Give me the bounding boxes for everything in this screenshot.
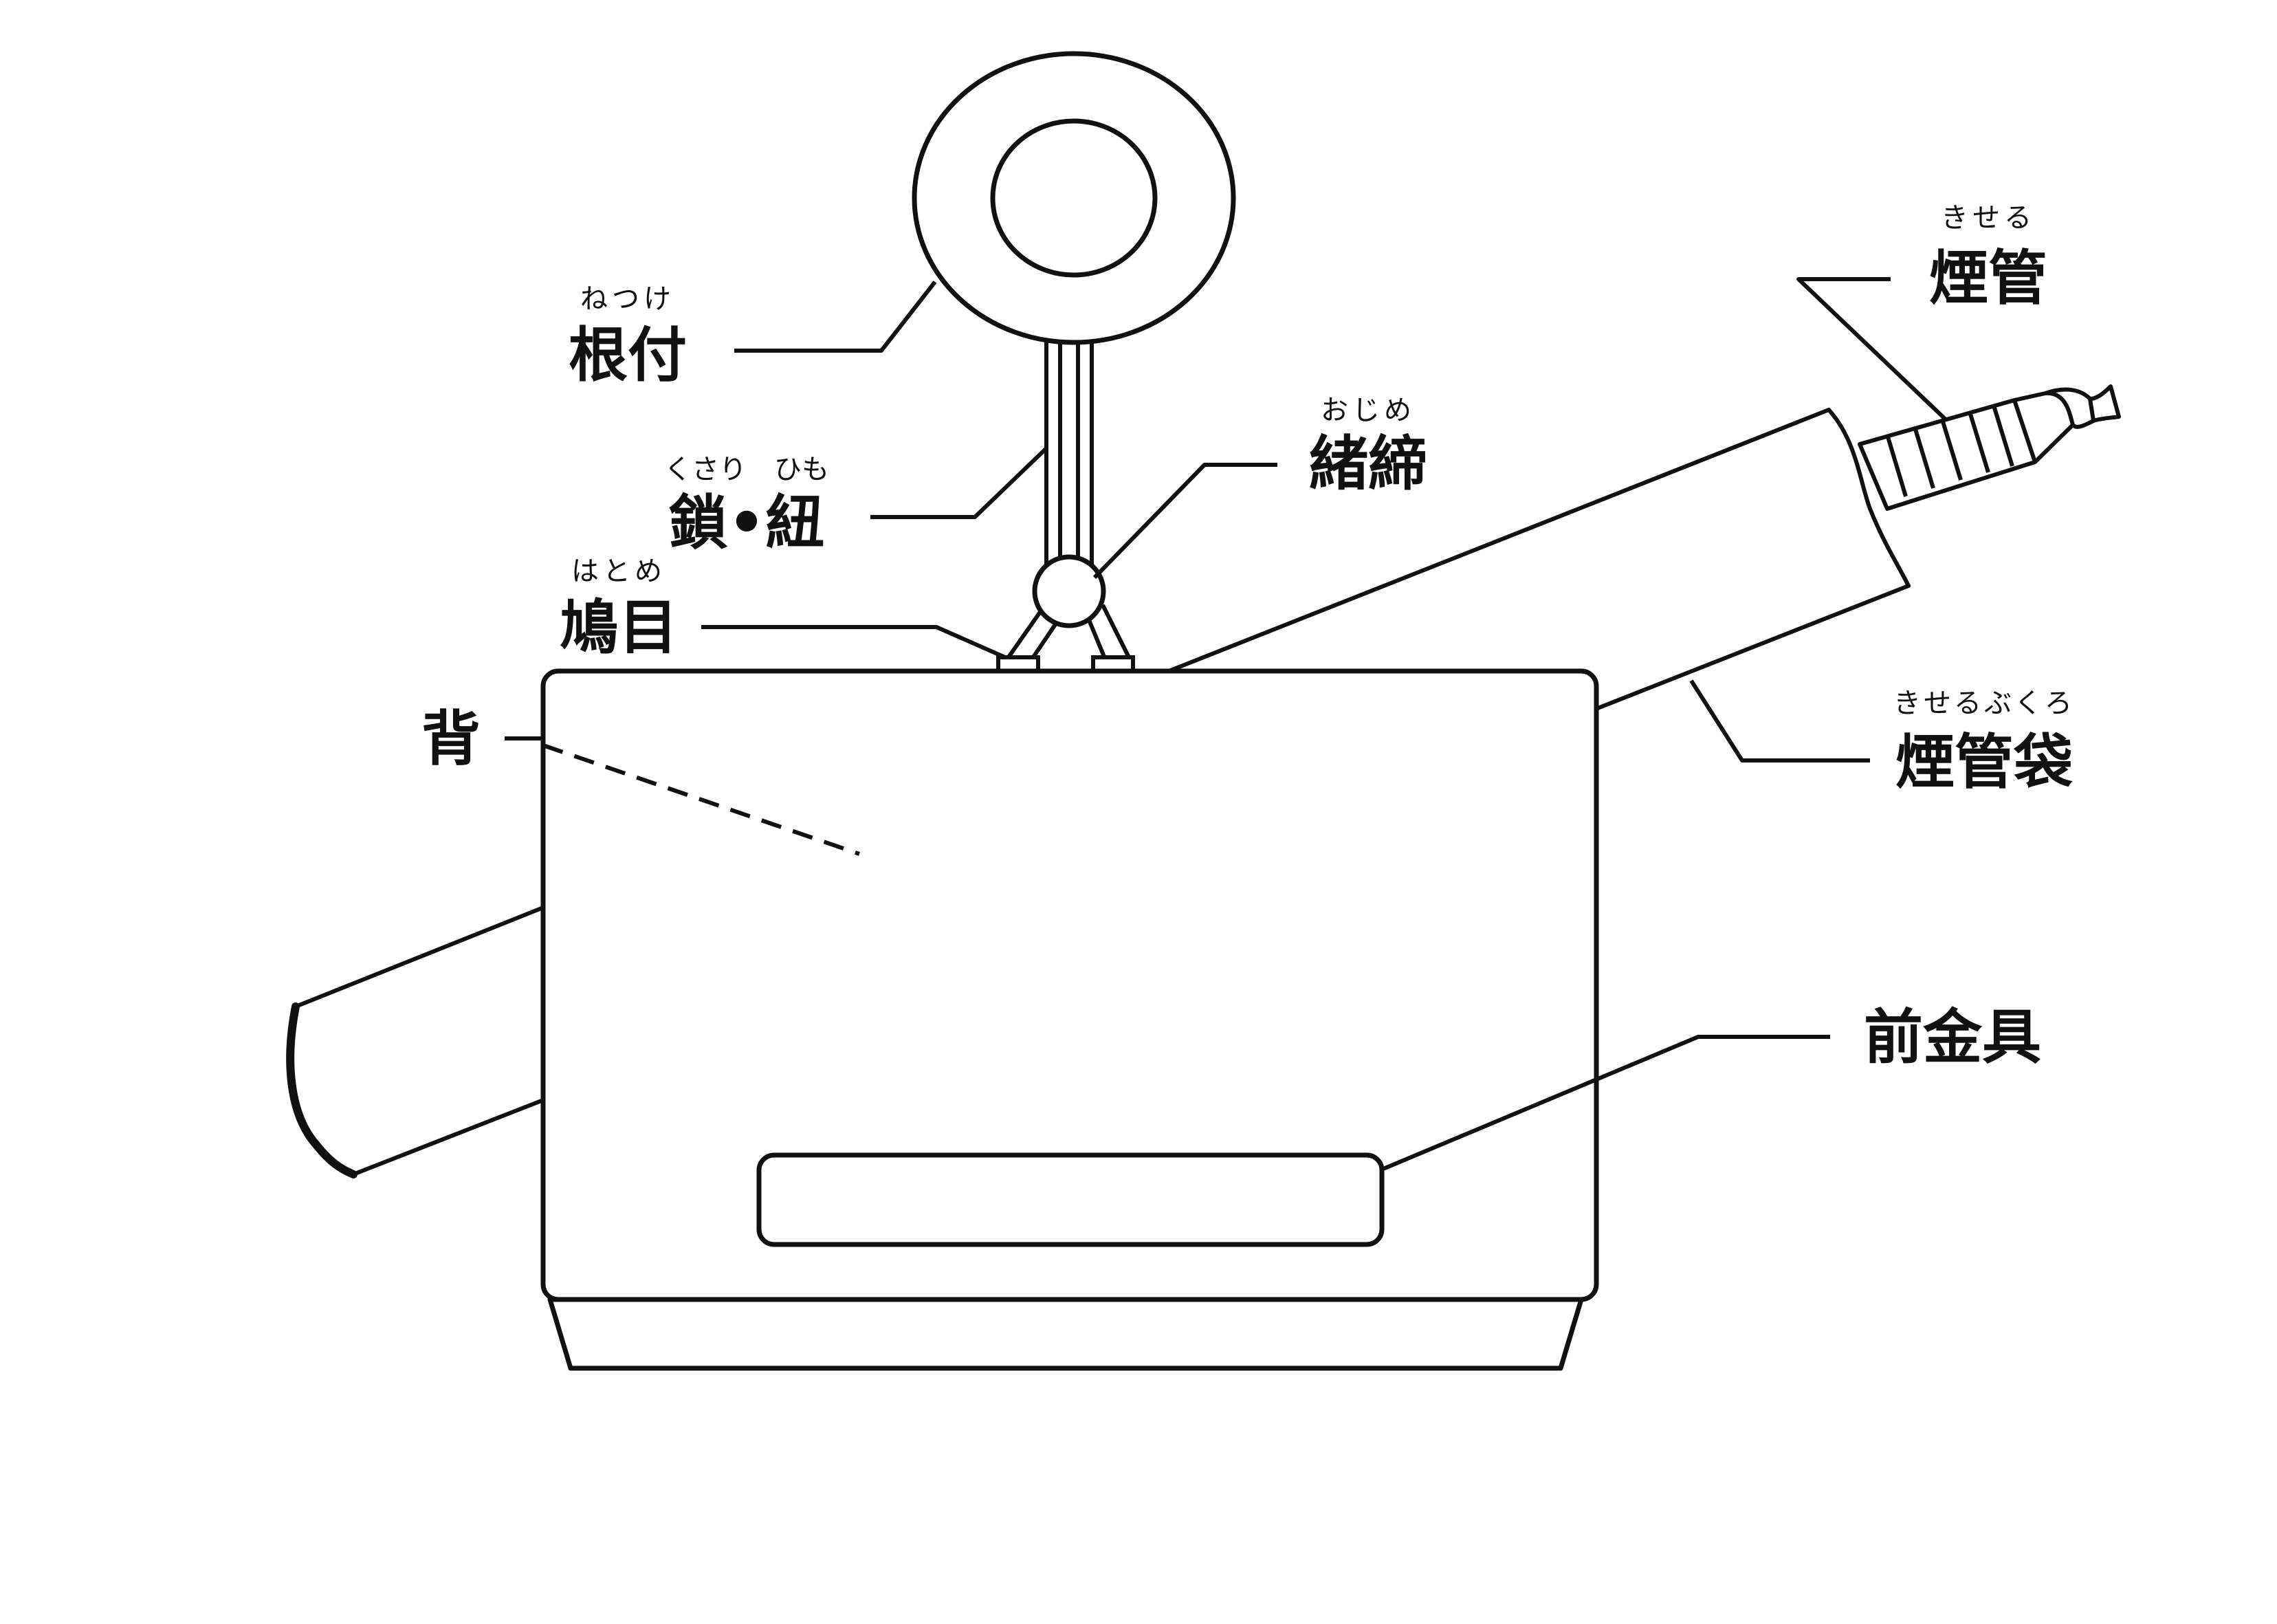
label-ojime: 緒締 <box>1309 429 1427 498</box>
leader-hatome <box>701 625 1006 659</box>
ojime-drawing <box>1032 554 1106 628</box>
leader-netsuke <box>734 281 937 353</box>
ruby-ojime: おじめ <box>1321 395 1416 426</box>
ruby-kiseruzutsu: きせるぶくろ <box>1893 688 2075 719</box>
ruby-kusari: くさり ひも <box>664 454 829 485</box>
label-netsuke: 根付 <box>569 320 687 390</box>
leader-kiseru <box>1796 277 1948 421</box>
leader-maekanagu <box>1382 1035 1830 1171</box>
kiseru-pipe-drawing <box>1858 384 2121 511</box>
ruby-kiseru: きせる <box>1941 202 2036 234</box>
leader-se-dashed <box>542 743 860 856</box>
leader-kusari <box>870 446 1048 519</box>
ruby-netsuke: ねつけ <box>580 283 675 315</box>
label-kusari: 鎖•紐 <box>669 488 825 558</box>
leader-ojime <box>1092 463 1277 580</box>
maekanagu-drawing <box>756 1152 1385 1247</box>
label-kiseru: 煙管 <box>1929 243 2047 313</box>
labels: ねつけ 根付 くさり ひも 鎖•紐 はとめ 鳩目 背 おじめ 緒締 きせる 煙管… <box>421 202 2075 1072</box>
label-hatome: 鳩目 <box>560 593 678 662</box>
ruby-hatome: はとめ <box>571 556 666 587</box>
label-se: 背 <box>421 704 481 773</box>
netsuke-drawing <box>912 51 1236 345</box>
label-maekanagu: 前金具 <box>1864 1002 2041 1072</box>
leader-lines <box>505 277 1948 1171</box>
pipe-case-drawing <box>286 408 1911 1178</box>
pouch-body-drawing <box>540 668 1599 1371</box>
label-kiseruzutsu: 煙管袋 <box>1895 727 2073 797</box>
leader-kiseruzutsu <box>1689 679 1870 762</box>
